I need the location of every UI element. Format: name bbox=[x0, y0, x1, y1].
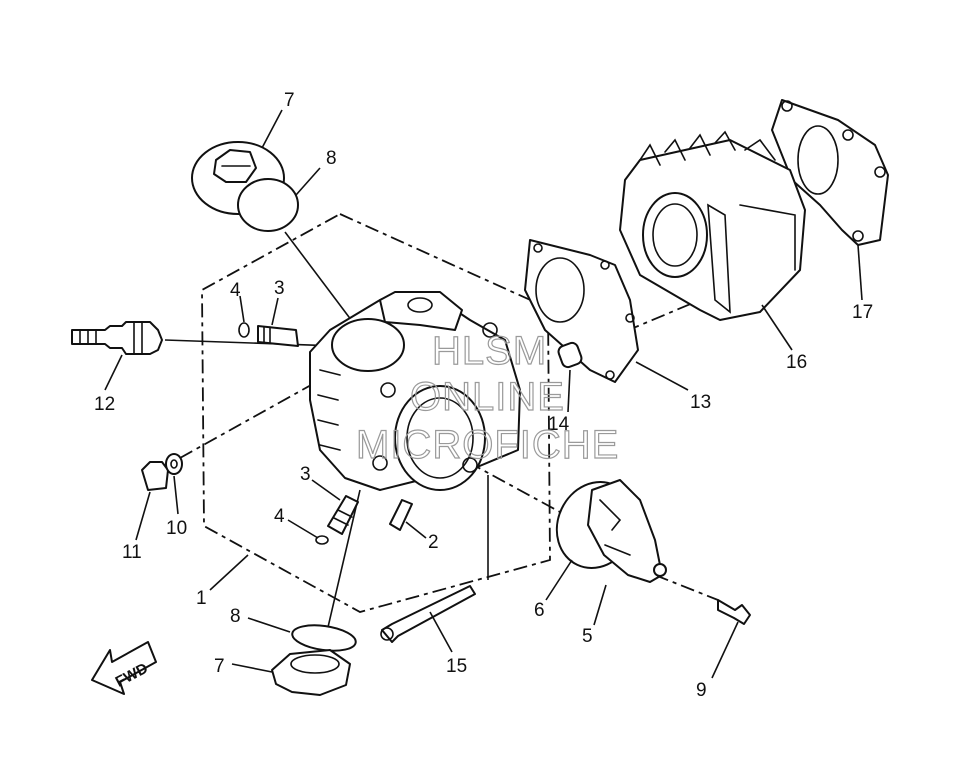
callout-2: 2 bbox=[428, 532, 439, 553]
watermark-line-3: MICROFICHE bbox=[356, 423, 619, 467]
callout-7-upper: 7 bbox=[284, 90, 295, 111]
part-10-washer[interactable] bbox=[165, 453, 183, 475]
part-3-valve-guide-upper[interactable] bbox=[257, 325, 299, 347]
callout-8-lower: 8 bbox=[230, 606, 241, 627]
watermark-line-2: ONLINE bbox=[410, 375, 565, 419]
callout-17: 17 bbox=[852, 302, 873, 323]
callout-14: 14 bbox=[548, 414, 570, 435]
callout-13: 13 bbox=[690, 392, 711, 413]
callout-16: 16 bbox=[786, 352, 807, 373]
part-8-o-ring-upper[interactable] bbox=[237, 178, 299, 232]
part-14-dowel-pin[interactable] bbox=[557, 341, 583, 369]
part-4-circlip-upper[interactable] bbox=[238, 322, 250, 338]
watermark: HLSM ONLINE MICROFICHE bbox=[355, 328, 619, 467]
part-12-spark-plug[interactable] bbox=[71, 321, 163, 355]
callout-leaders bbox=[104, 109, 863, 679]
callout-6: 6 bbox=[534, 600, 545, 621]
part-7-plug-cap-lower[interactable] bbox=[271, 649, 351, 696]
part-9-screw[interactable] bbox=[717, 599, 751, 625]
callout-5: 5 bbox=[582, 626, 593, 647]
callout-numbers: 7 8 4 3 12 11 10 3 4 2 1 8 7 15 6 5 9 14… bbox=[94, 90, 873, 701]
part-13-base-gasket[interactable] bbox=[524, 239, 639, 383]
callout-3-upper: 3 bbox=[274, 278, 285, 299]
part-5-side-cover[interactable] bbox=[587, 479, 667, 583]
callout-4-lower: 4 bbox=[274, 506, 285, 527]
callout-9: 9 bbox=[696, 680, 707, 701]
callout-10: 10 bbox=[166, 518, 187, 539]
part-3-valve-guide-lower[interactable] bbox=[327, 495, 359, 535]
part-8-o-ring-lower[interactable] bbox=[291, 622, 358, 655]
callout-7-lower: 7 bbox=[214, 656, 225, 677]
part-11-bolt[interactable] bbox=[141, 461, 169, 491]
part-16-cylinder[interactable] bbox=[619, 130, 806, 321]
callout-15: 15 bbox=[446, 656, 467, 677]
callout-11: 11 bbox=[122, 542, 142, 563]
callout-1: 1 bbox=[196, 588, 207, 609]
callout-4-upper: 4 bbox=[230, 280, 241, 301]
callout-8-upper: 8 bbox=[326, 148, 337, 169]
part-1-cylinder-head[interactable] bbox=[309, 291, 521, 491]
fwd-direction-arrow: FWD bbox=[91, 641, 157, 695]
part-4-circlip-lower[interactable] bbox=[315, 535, 329, 545]
callout-3-lower: 3 bbox=[300, 464, 311, 485]
part-2-stud[interactable] bbox=[389, 499, 413, 531]
callout-12: 12 bbox=[94, 394, 115, 415]
watermark-line-1: HLSM bbox=[432, 329, 547, 373]
part-15-long-bolt[interactable] bbox=[380, 585, 476, 643]
